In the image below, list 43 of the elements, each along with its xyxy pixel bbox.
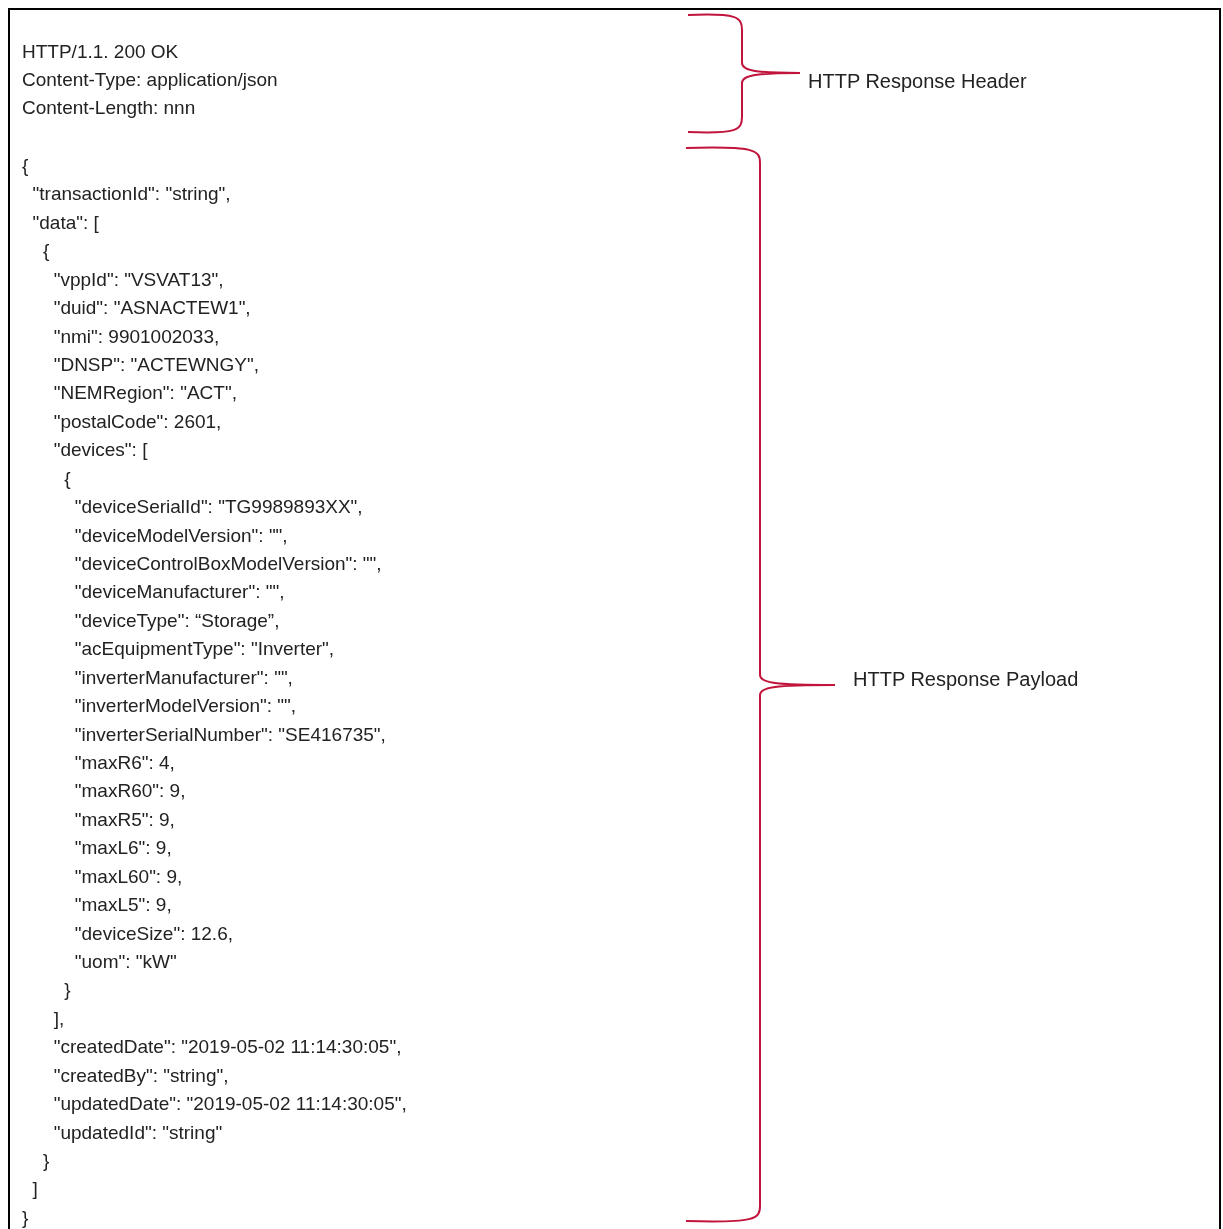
code-line: "deviceModelVersion": "", <box>73 524 288 547</box>
code-line: "acEquipmentType": "Inverter", <box>73 638 335 661</box>
bracket-label: HTTP Response Payload <box>853 667 1079 691</box>
code-line: "maxL60": 9, <box>73 865 183 888</box>
code-line: { <box>22 155 29 177</box>
code-line: HTTP/1.1. 200 OK <box>22 41 179 63</box>
code-line: ] <box>31 1178 38 1201</box>
code-line: "createdDate": "2019-05-02 11:14:30:05", <box>52 1036 402 1059</box>
code-line: "uom": "kW" <box>73 951 177 974</box>
code-line: ], <box>52 1007 65 1030</box>
code-line: } <box>63 979 71 1002</box>
code-line: "inverterManufacturer": "", <box>73 666 293 689</box>
code-line: "devices": [ <box>52 439 148 462</box>
code-line: "updatedDate": "2019-05-02 11:14:30:05", <box>52 1093 407 1116</box>
code-line: "vppId": "VSVAT13", <box>52 268 224 291</box>
code-line: "deviceManufacturer": "", <box>73 581 285 604</box>
bracket-label: HTTP Response Header <box>808 69 1027 93</box>
code-line: "maxR60": 9, <box>73 780 186 803</box>
code-line: { <box>42 240 50 263</box>
code-line: Content-Type: application/json <box>22 69 278 91</box>
code-line: "maxR5": 9, <box>73 808 175 831</box>
code-line: "transactionId": "string", <box>31 183 231 206</box>
code-line: } <box>42 1150 50 1173</box>
code-line: "deviceSize": 12.6, <box>73 922 233 945</box>
code-line: "deviceType": “Storage”, <box>73 609 280 632</box>
code-line: "maxR6": 4, <box>73 752 175 774</box>
code-line: "updatedId": "string" <box>52 1121 223 1144</box>
code-line: "createdBy": "string", <box>52 1064 229 1087</box>
code-line: "maxL6": 9, <box>73 837 172 860</box>
code-line: { <box>63 467 71 490</box>
code-line: "inverterSerialNumber": "SE416735", <box>73 723 386 746</box>
code-line: "inverterModelVersion": "", <box>73 695 297 718</box>
code-line: } <box>22 1206 29 1229</box>
code-line: "deviceSerialId": "TG9989893XX", <box>73 496 363 519</box>
code-line: "deviceControlBoxModelVersion": "", <box>73 553 382 575</box>
code-line: "data": [ <box>31 211 99 234</box>
code-line: "DNSP": "ACTEWNGY", <box>52 354 260 376</box>
code-line: "duid": "ASNACTEW1", <box>52 297 251 320</box>
code-line: "maxL5": 9, <box>73 894 172 917</box>
code-line: "NEMRegion": "ACT", <box>52 382 237 405</box>
code-line: "postalCode": 2601, <box>52 410 222 433</box>
code-line: Content-Length: nnn <box>22 97 196 119</box>
code-line: "nmi": 9901002033, <box>52 325 220 348</box>
